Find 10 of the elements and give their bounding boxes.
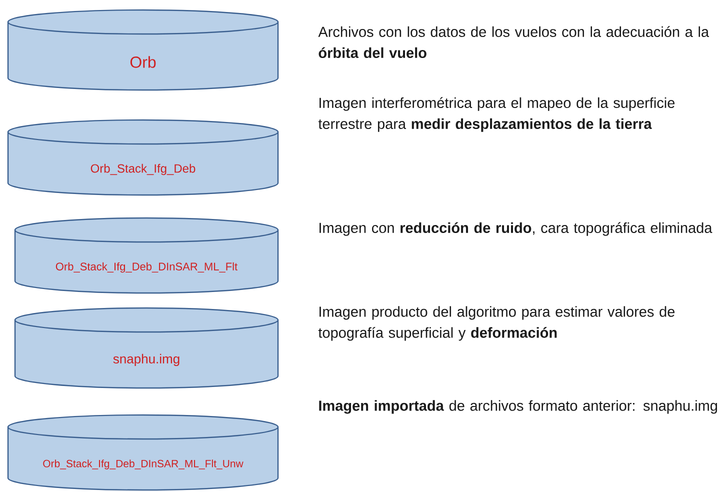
database-cylinder: Orb_Stack_Ifg_Deb_DInSAR_ML_Flt <box>14 217 279 294</box>
description-text: Imagen con reducción de ruido, cara topográfica eliminada <box>320 222 712 236</box>
description-text: Imagen importada de archivos formato anterior: snaphu.img <box>319 400 718 414</box>
description-text: Archivos con los datos de los vuelos con la adecuación a la órbita del vuelo <box>318 26 710 58</box>
database-cylinder: Orb_Stack_Ifg_Deb <box>7 119 279 196</box>
description-text: Imagen interferométrica para el mapeo de la superficie terrestre para medir desplazamientos de la tierra <box>318 97 675 132</box>
database-cylinder: Orb <box>7 9 279 91</box>
description-text: Imagen producto del algoritmo para estimar valores de topografía superficial y deformación <box>318 306 675 341</box>
database-cylinder: Orb_Stack_Ifg_Deb_DInSAR_ML_Flt_Unw <box>7 414 279 491</box>
database-cylinder: snaphu.img <box>14 307 279 389</box>
